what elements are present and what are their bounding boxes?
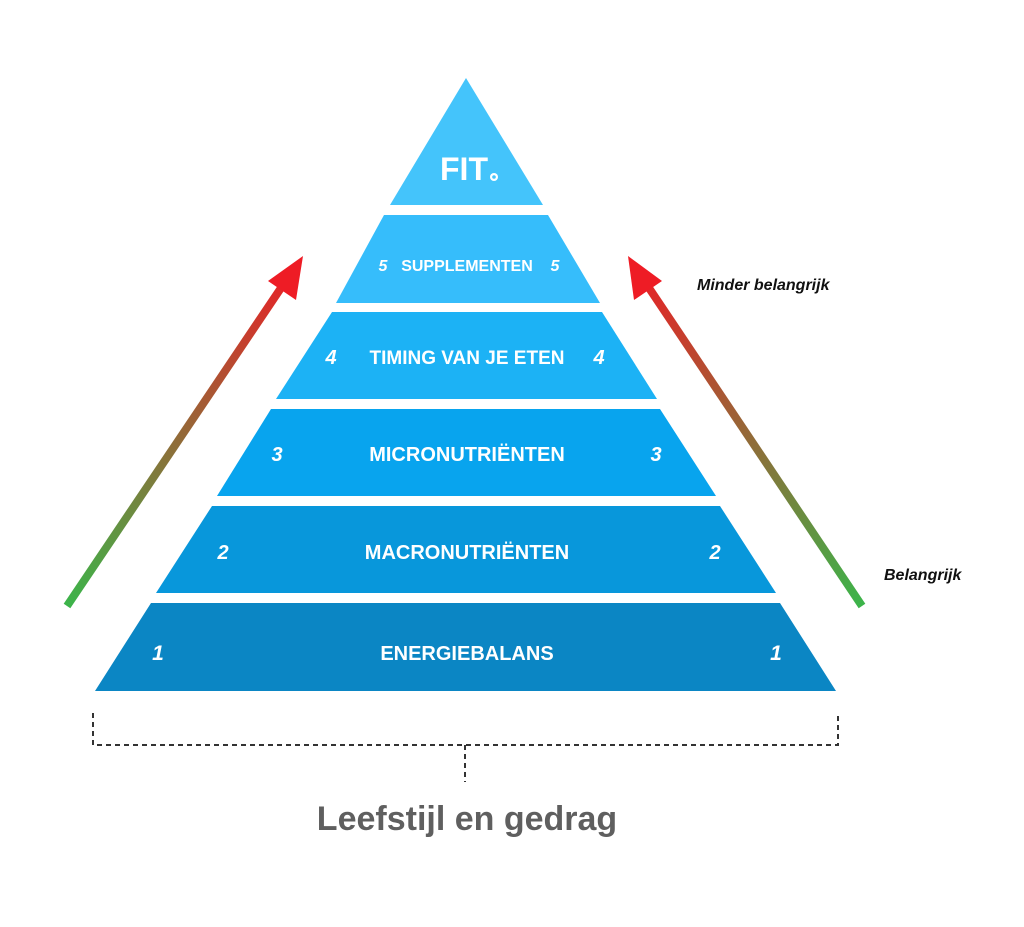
pyramid-level-5-shape xyxy=(336,215,600,303)
importance-arrow-right-shaft xyxy=(641,279,866,609)
importance-arrow-left-shaft xyxy=(63,279,289,609)
pyramid-level-4-number-right: 4 xyxy=(592,347,604,369)
pyramid-level-2-shape xyxy=(156,506,776,593)
pyramid-level-4-shape xyxy=(276,312,657,399)
pyramid-level-2-number-left: 2 xyxy=(216,542,228,564)
pyramid-apex-shape xyxy=(390,78,543,205)
pyramid-level-1-number-left: 1 xyxy=(152,642,164,665)
pyramid-level-2-number-right: 2 xyxy=(708,542,720,564)
foundation-bracket-line xyxy=(92,713,839,746)
importance-arrow-right xyxy=(628,256,866,609)
pyramid-level-2-label: MACRONUTRIËNTEN xyxy=(365,541,569,564)
pyramid-level-3-number-right: 3 xyxy=(650,444,661,466)
fit-logo-text: FIT xyxy=(440,151,488,187)
arrow-up-icon xyxy=(628,256,662,300)
pyramid-level-1: 1 ENERGIEBALANS 1 xyxy=(95,603,836,691)
pyramid-level-3-number-left: 3 xyxy=(271,444,282,466)
pyramid-level-3-label: MICRONUTRIËNTEN xyxy=(369,443,565,466)
pyramid-level-4-label: TIMING VAN JE ETEN xyxy=(370,348,565,369)
pyramid-level-4: 4 TIMING VAN JE ETEN 4 xyxy=(276,312,657,399)
arrow-up-icon xyxy=(268,256,303,300)
pyramid-level-4-number-left: 4 xyxy=(324,347,336,369)
pyramid-level-1-number-right: 1 xyxy=(770,642,782,665)
importance-arrow-left xyxy=(63,256,303,609)
label-belangrijk: Belangrijk xyxy=(884,567,962,584)
pyramid-apex: FIT xyxy=(390,78,543,205)
pyramid-level-5-number-right: 5 xyxy=(551,258,561,275)
pyramid-level-1-label: ENERGIEBALANS xyxy=(380,643,553,665)
fit-logo-dot-inner xyxy=(492,175,496,179)
pyramid-level-5-number-left: 5 xyxy=(379,258,389,275)
pyramid-level-3-shape xyxy=(217,409,716,496)
label-minder-belangrijk: Minder belangrijk xyxy=(697,277,831,294)
footer-label-leefstijl: Leefstijl en gedrag xyxy=(317,800,617,838)
pyramid-level-2: 2 MACRONUTRIËNTEN 2 xyxy=(156,506,776,593)
pyramid-level-1-shape xyxy=(95,603,836,691)
foundation-bracket xyxy=(92,713,839,782)
pyramid-level-5: 5 SUPPLEMENTEN 5 xyxy=(336,215,600,303)
pyramid-level-3: 3 MICRONUTRIËNTEN 3 xyxy=(217,409,716,496)
pyramid-level-5-label: SUPPLEMENTEN xyxy=(401,258,533,275)
